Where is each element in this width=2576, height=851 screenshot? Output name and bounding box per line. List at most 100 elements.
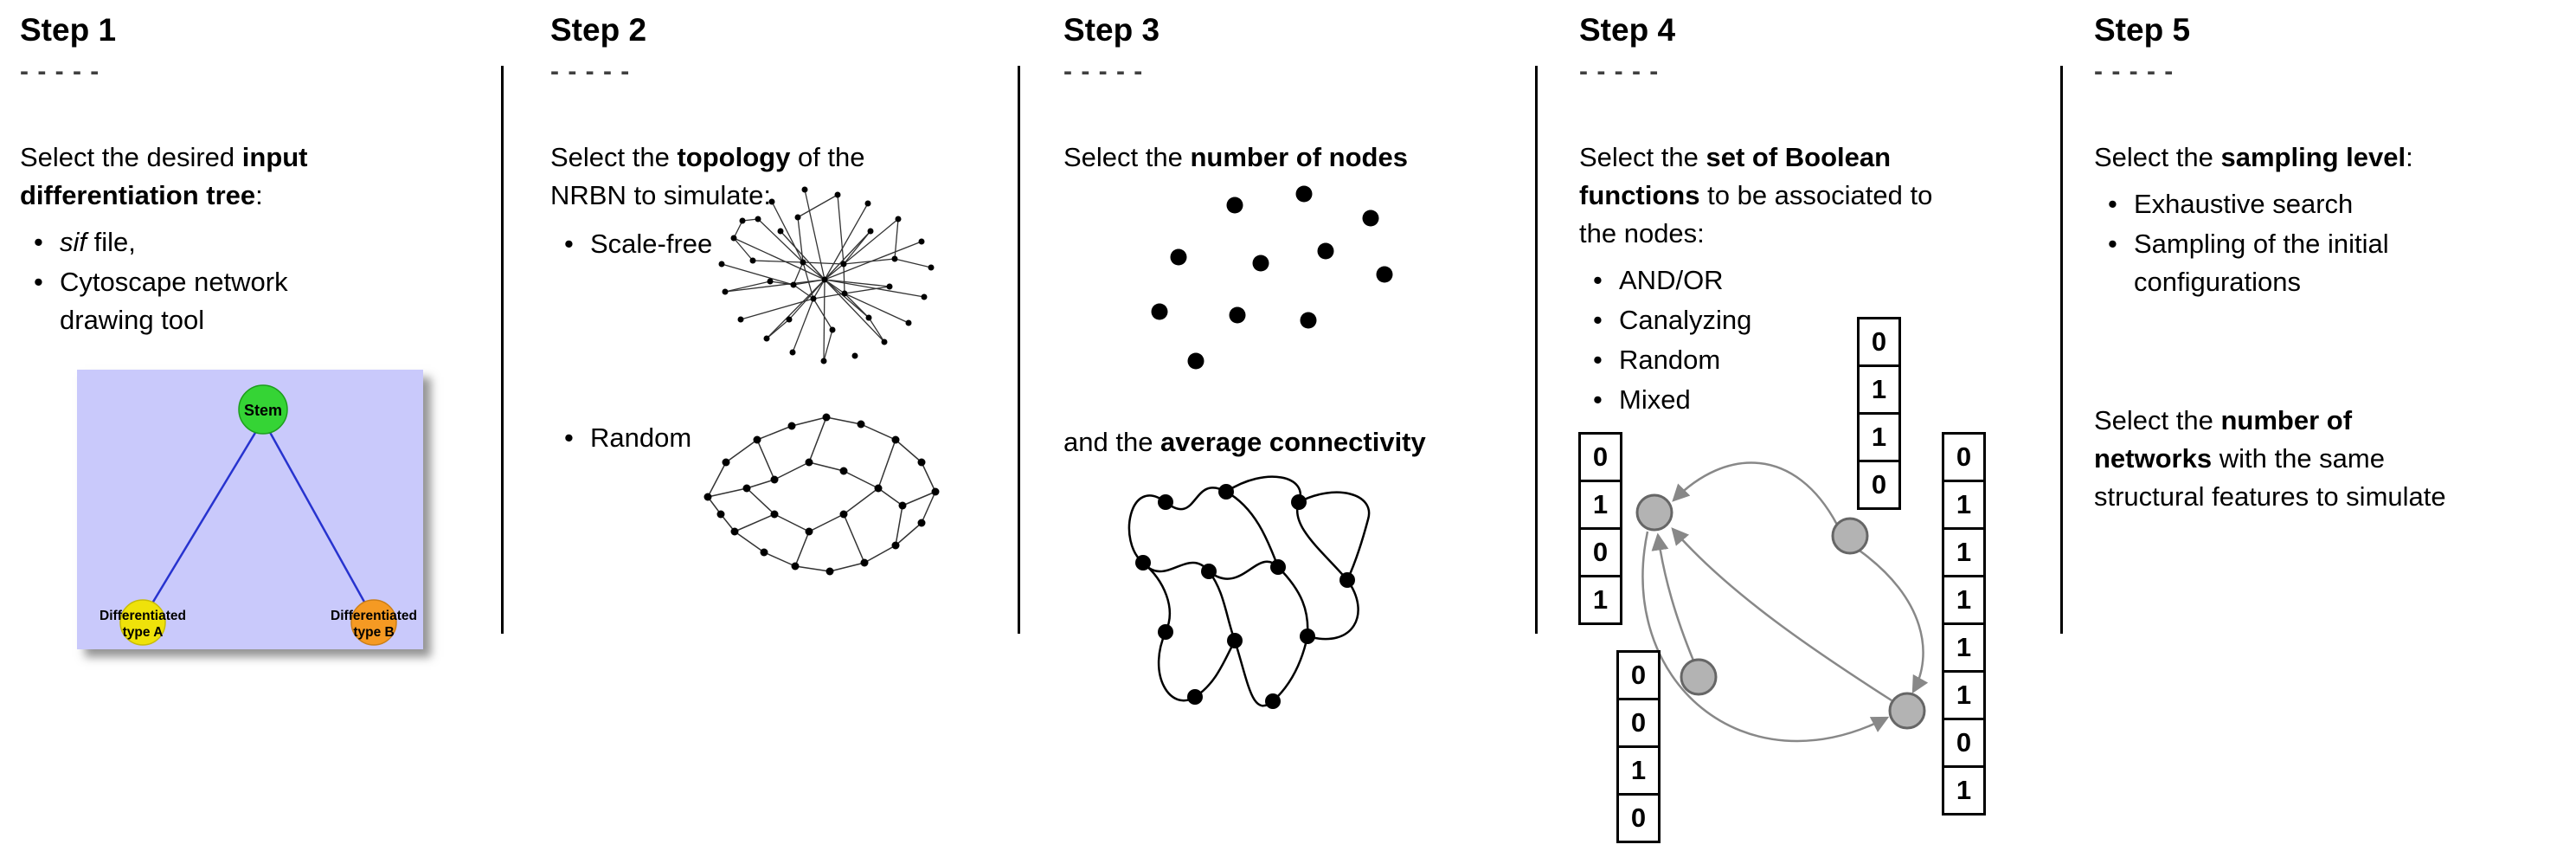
text-segment: Scale-free <box>590 229 713 259</box>
network-node <box>874 484 883 493</box>
network-edge <box>902 491 936 506</box>
boolean-nodes <box>1635 493 1926 730</box>
text-line: differentiation tree: <box>20 177 491 215</box>
network-node <box>777 228 784 235</box>
network-edge <box>797 194 838 218</box>
truth-table-cell: 0 <box>1616 793 1661 843</box>
network-node <box>1252 255 1269 272</box>
text-line: Random <box>1619 341 2051 379</box>
network-node <box>722 458 730 467</box>
text-line: Cytoscape network <box>60 263 491 301</box>
network-edge <box>808 416 827 463</box>
network-edge <box>837 194 845 265</box>
network-edge <box>746 487 775 515</box>
network-node <box>867 228 874 235</box>
text-segment: average connectivity <box>1160 427 1426 457</box>
network-edge <box>793 261 804 286</box>
column-divider <box>501 66 504 634</box>
network-edge <box>824 279 870 319</box>
network-edge <box>733 237 825 280</box>
network-node <box>891 435 900 444</box>
network-edge <box>844 293 909 324</box>
network-edge <box>802 261 825 280</box>
text-segment: Select the <box>2094 404 2221 435</box>
text-line: networks with the same <box>2094 440 2566 478</box>
step-5-dashes: - - - - - <box>2094 56 2175 86</box>
text-segment: input <box>241 141 308 172</box>
network-edge <box>843 263 845 294</box>
bullet-text: Scale-free <box>590 225 712 263</box>
network-edge <box>877 487 903 506</box>
step-3-column: Step 3 - - - - - Select the number of no… <box>1063 12 1535 457</box>
truth-table-cell: 1 <box>1942 480 1986 530</box>
network-edge <box>895 522 922 546</box>
bullet-text: Canalyzing <box>1619 301 2051 339</box>
network-edge <box>894 258 932 268</box>
network-edge <box>813 279 825 300</box>
text-line: Select the sampling level: <box>2094 139 2566 177</box>
truth-table-cell: 1 <box>1942 622 1986 673</box>
network-node <box>790 281 797 288</box>
network-edge <box>894 218 899 260</box>
bullet-item-random-fn: Random <box>1588 341 2051 379</box>
text-segment: set of Boolean <box>1706 141 1892 172</box>
boolean-node <box>1635 493 1673 532</box>
network-edge <box>774 513 810 532</box>
text-line: Select the topology of the <box>550 139 1022 177</box>
type-b-label-line1: Differentiated <box>331 609 417 623</box>
truth-table-cell: 1 <box>1942 765 1986 816</box>
text-line: drawing tool <box>60 301 491 339</box>
network-edge <box>895 439 922 463</box>
network-node <box>1300 312 1317 329</box>
network-node <box>895 216 902 222</box>
network-node <box>1151 303 1168 320</box>
text-segment: differentiation tree <box>20 179 256 210</box>
column-divider <box>1018 66 1020 634</box>
text-segment: Canalyzing <box>1619 304 1752 335</box>
bullet-item-scale-free: Scale-free <box>559 225 712 263</box>
text-segment: sif <box>60 226 87 257</box>
text-line: NRBN to simulate: <box>550 177 1022 215</box>
network-node <box>801 186 808 193</box>
text-segment: Select the <box>1579 141 1706 172</box>
truth-table-cell: 0 <box>1857 317 1901 367</box>
network-node <box>805 527 813 536</box>
bullet-text: Random <box>590 419 691 457</box>
network-edge <box>707 461 727 498</box>
network-node <box>905 319 912 326</box>
bullet-text: Mixed <box>1619 381 2051 419</box>
network-node <box>857 420 865 429</box>
network-edge <box>824 279 885 343</box>
network-node <box>918 238 925 245</box>
network-node <box>722 288 729 295</box>
truth-table-cell: 1 <box>1942 527 1986 577</box>
network-edge <box>733 220 743 239</box>
text-line: Select the number of <box>2094 402 2566 440</box>
bullet-text: sif file, <box>60 223 491 261</box>
network-node <box>1295 185 1313 203</box>
network-edge <box>844 293 870 319</box>
step-2-dashes: - - - - - <box>550 56 631 86</box>
network-node <box>1170 248 1187 266</box>
step-5-title: Step 5 <box>2094 12 2191 48</box>
text-segment: to be associated to <box>1699 179 1933 210</box>
tangle-nodes <box>1135 484 1355 709</box>
network-edge <box>724 280 771 293</box>
network-node <box>730 527 739 536</box>
step-3-intro: Select the number of nodes <box>1063 139 1535 177</box>
network-edge <box>752 260 804 263</box>
boolean-node <box>1831 517 1869 555</box>
network-node <box>763 335 770 342</box>
text-line: Select the number of nodes <box>1063 139 1535 177</box>
network-edge <box>734 513 775 532</box>
text-segment: and the <box>1063 427 1161 457</box>
step-4-column: Step 4 - - - - - Select the set of Boole… <box>1579 12 2051 421</box>
